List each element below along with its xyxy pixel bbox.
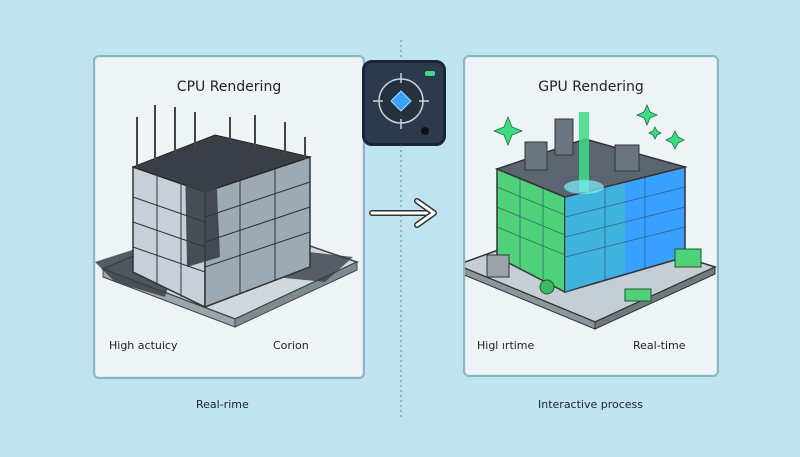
gpu-panel-title: GPU Rendering [538, 79, 644, 95]
cpu-caption-right: Corion [273, 339, 309, 352]
cpu-caption-left: High actuicy [109, 339, 178, 352]
chip-icon [373, 71, 435, 135]
processor-chip [362, 60, 446, 146]
cpu-building-illustration [95, 105, 360, 328]
footer-right-label: Interactive process [538, 398, 644, 411]
gpu-building-illustration [465, 103, 717, 330]
gpu-caption-left: Higl ırtime [477, 339, 535, 352]
sparkle-icon [492, 103, 685, 150]
gpu-caption-right: Real-time [633, 339, 686, 352]
footer-left-label: Real-rime [196, 398, 249, 411]
arrow-right-icon [369, 198, 437, 228]
gpu-panel: GPU Rendering [463, 55, 719, 377]
cpu-panel: CPU Rendering [93, 55, 365, 379]
cpu-panel-title: CPU Rendering [176, 79, 282, 95]
